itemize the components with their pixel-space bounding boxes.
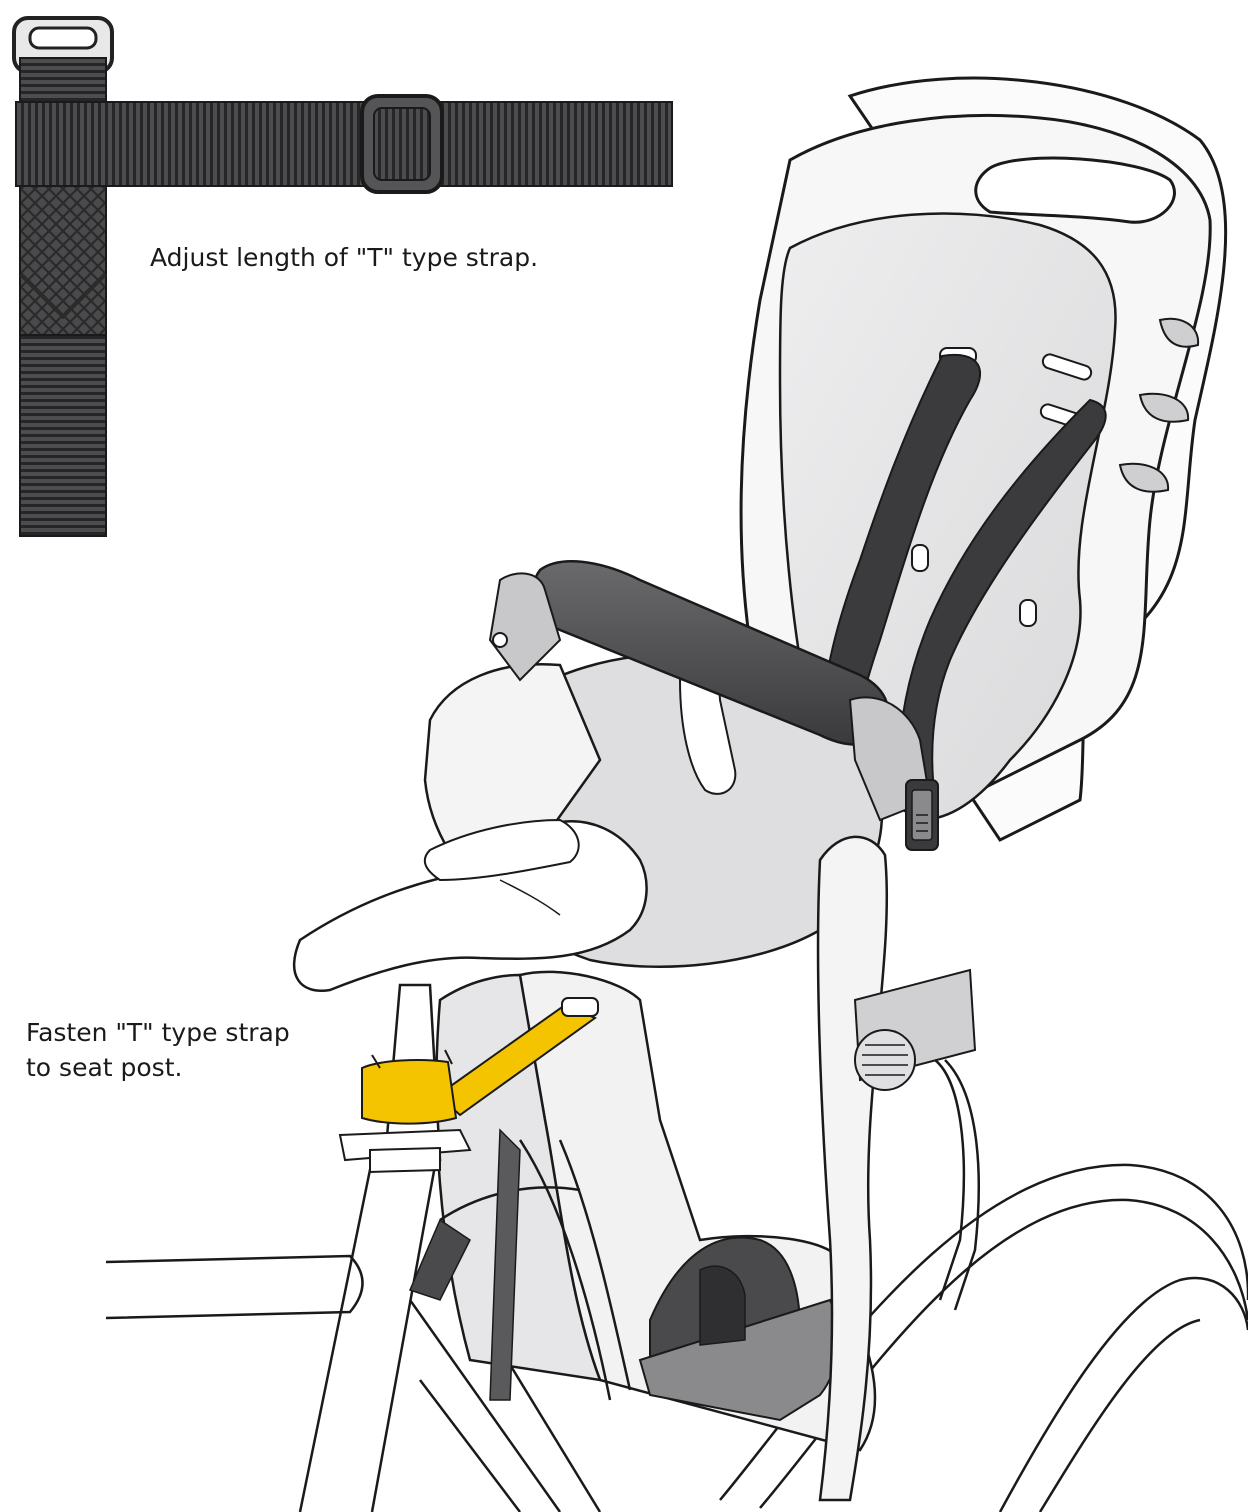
harness-buckle-icon [905,779,939,851]
mounting-arm [816,835,889,1502]
caption-fasten-strap: Fasten "T" type strap to seat post. [26,1015,290,1085]
bike-saddle [292,818,648,1174]
seat-tube [298,1159,438,1512]
caption-fasten-line1: Fasten "T" type strap [26,1018,290,1047]
caption-fasten-line2: to seat post. [26,1053,183,1082]
vent-slots [1118,317,1200,493]
rack-knob-icon [853,968,980,1311]
seat-handle-cutout [974,156,1176,224]
child-seat [292,76,1228,1502]
highlighted-t-strap [361,997,599,1125]
top-tube [105,1254,364,1320]
horizontal-strap [15,101,673,187]
bicycle [105,1158,1248,1512]
caption-adjust-strap: Adjust length of "T" type strap. [150,243,539,272]
buckle-icon [360,94,444,194]
t-strap-detail [12,16,673,537]
